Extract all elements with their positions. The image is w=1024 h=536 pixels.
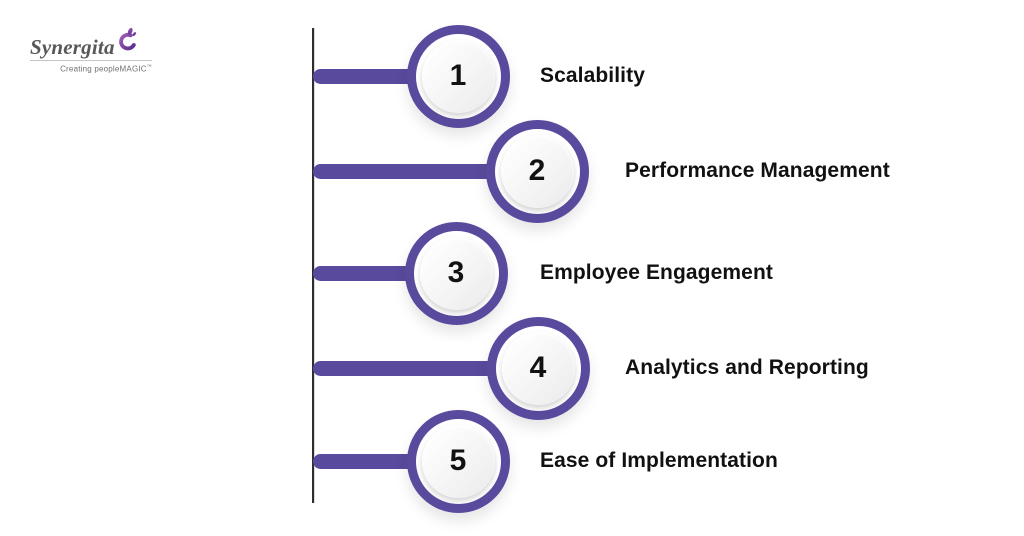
step-number: 5 xyxy=(421,424,495,498)
step-label: Performance Management xyxy=(625,159,890,182)
step-number: 3 xyxy=(419,236,493,310)
brand-tagline: Creating peopleMAGIC™ xyxy=(30,64,152,74)
step-number: 4 xyxy=(501,331,575,405)
step-circle: 5 xyxy=(406,409,510,513)
connector-bar xyxy=(313,163,537,179)
trademark-symbol: ™ xyxy=(146,64,152,70)
step-label: Employee Engagement xyxy=(540,261,773,284)
step-label: Scalability xyxy=(540,64,645,87)
brand-wordmark-row: Synergita xyxy=(30,27,152,58)
step-number: 1 xyxy=(421,39,495,113)
step-circle: 2 xyxy=(485,119,589,223)
step-label: Analytics and Reporting xyxy=(625,356,869,379)
step-number: 2 xyxy=(500,134,574,208)
brand-tagline-text: Creating peopleMAGIC xyxy=(60,64,147,74)
step-label: Ease of Implementation xyxy=(540,449,778,472)
step-circle: 3 xyxy=(404,221,508,325)
brand-name: Synergita xyxy=(30,35,115,59)
synergita-swirl-icon xyxy=(117,27,137,57)
connector-bar xyxy=(313,360,538,376)
step-circle: 1 xyxy=(406,24,510,128)
logo-divider xyxy=(30,60,152,61)
timeline-spine xyxy=(312,28,314,503)
step-circle: 4 xyxy=(486,316,590,420)
brand-logo: Synergita Creating peopleMAGIC™ xyxy=(30,27,152,74)
